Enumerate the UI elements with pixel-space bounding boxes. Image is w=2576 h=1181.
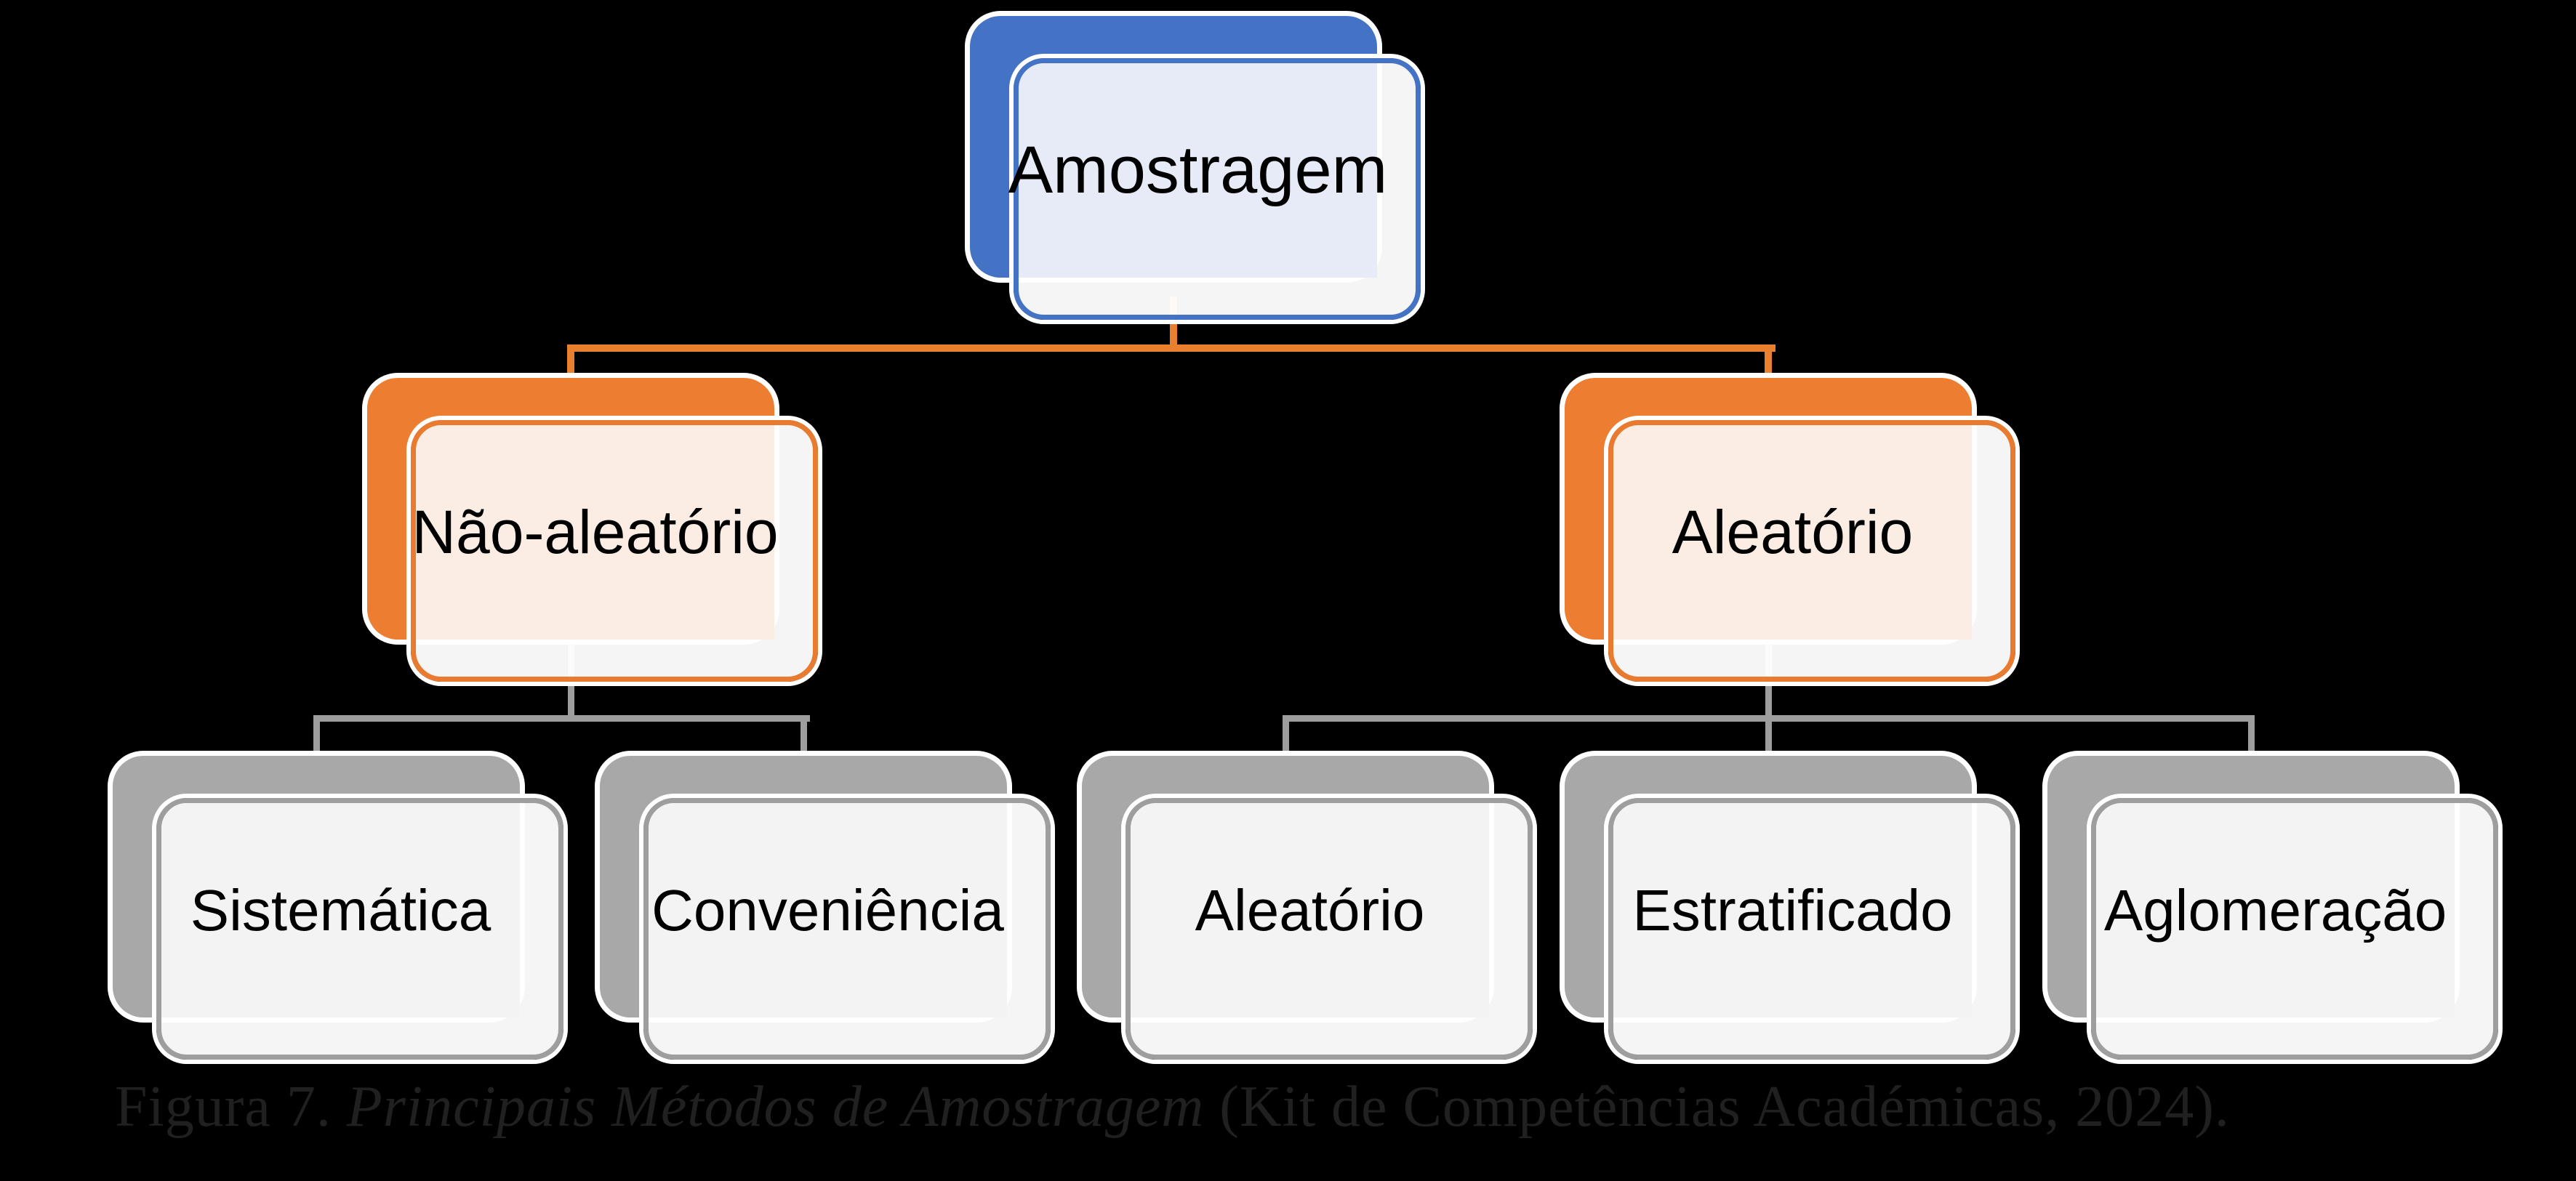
connector-drop-conveniencia bbox=[801, 715, 807, 756]
node-label: Sistemática bbox=[190, 877, 491, 943]
node-label: Estratificado bbox=[1632, 877, 1953, 943]
node-tint-shape bbox=[161, 803, 520, 1017]
figure-caption: Figura 7. Principais Métodos de Amostrag… bbox=[115, 1074, 2230, 1140]
node-label: Aleatório bbox=[1195, 877, 1425, 943]
node-tint-shape bbox=[1019, 63, 1377, 278]
node-label: Conveniência bbox=[651, 877, 1004, 943]
connector-drop-aglomeracao bbox=[2248, 715, 2255, 756]
node-aglomeracao: Aglomeração bbox=[2047, 756, 2498, 1060]
connector-drop-sistematica bbox=[313, 715, 320, 756]
node-label: Amostragem bbox=[1008, 133, 1388, 207]
connector-level2-rail bbox=[567, 344, 1775, 352]
connector-root-stub bbox=[1170, 297, 1177, 352]
node-tint-shape bbox=[416, 425, 774, 640]
node-amostragem: Amostragem bbox=[970, 16, 1421, 320]
node-label: Aglomeração bbox=[2103, 877, 2447, 943]
node-label: Aleatório bbox=[1672, 498, 1914, 566]
node-aleatorio: Aleatório bbox=[1565, 378, 2015, 682]
node-conveniencia: Conveniência bbox=[600, 756, 1051, 1060]
connector-right-subtree-rail bbox=[1285, 715, 2255, 722]
node-estratificado: Estratificado bbox=[1565, 756, 2015, 1060]
node-nao-aleatorio: Não-aleatório bbox=[367, 378, 818, 682]
connector-left-subtree-rail bbox=[316, 715, 810, 722]
connector-drop-aleatorio-simples bbox=[1283, 715, 1289, 756]
node-tint-shape bbox=[1613, 425, 1972, 640]
caption-source: (Kit de Competências Académicas, 2024). bbox=[1204, 1075, 2230, 1139]
node-tint-shape bbox=[2096, 803, 2455, 1017]
node-label: Não-aleatório bbox=[412, 498, 779, 566]
connector-aleatorio-stub bbox=[1765, 637, 1772, 756]
caption-label: Figura 7. bbox=[115, 1075, 332, 1139]
node-tint-shape bbox=[649, 803, 1007, 1017]
caption-title: Principais Métodos de Amostragem bbox=[331, 1075, 1205, 1139]
node-tint-shape bbox=[1131, 803, 1489, 1017]
node-tint-shape bbox=[1613, 803, 1972, 1017]
connector-drop-aleatorio bbox=[1765, 344, 1772, 378]
node-aleatorio-simples: Aleatório bbox=[1082, 756, 1533, 1060]
connector-drop-nao-aleatorio bbox=[567, 344, 574, 378]
node-sistematica: Sistemática bbox=[113, 756, 563, 1060]
